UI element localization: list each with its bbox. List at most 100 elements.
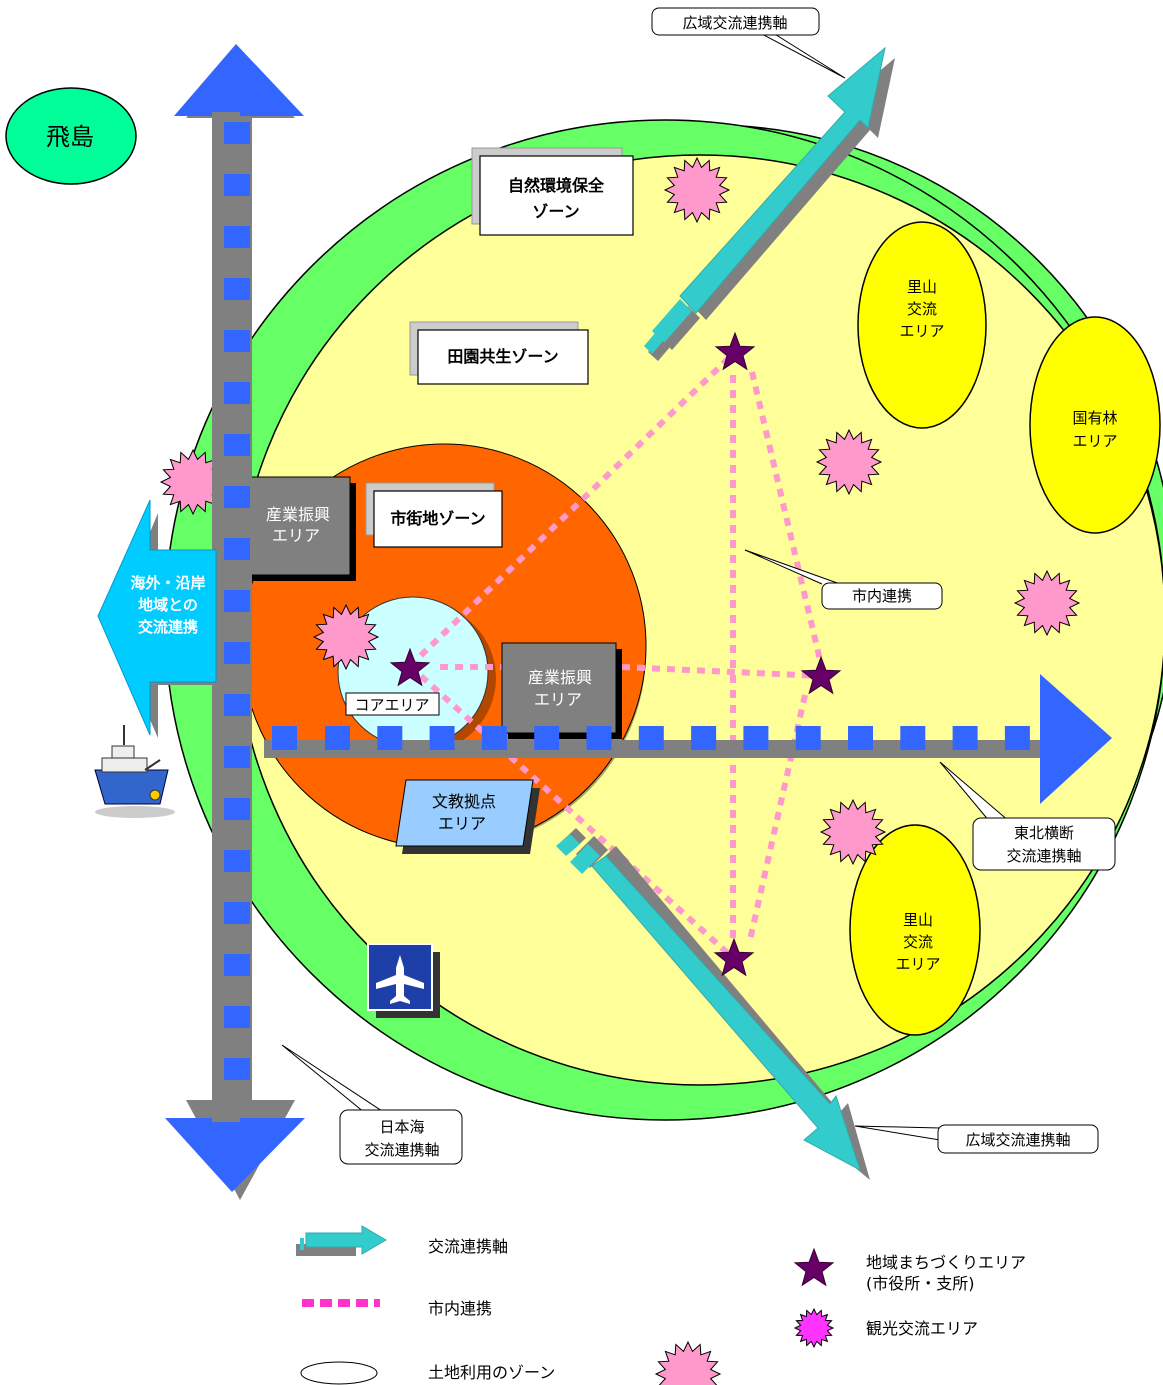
legend-zone-ellipse-icon: [300, 1361, 378, 1385]
urban-zone-box: 市街地ゾーン: [365, 482, 503, 548]
callout-city-link: 市内連携: [744, 549, 943, 610]
wide-axis-ne-arrow: [644, 46, 895, 361]
industry-east-box: 産業振興 エリア: [501, 642, 622, 739]
nature-zone-box: 自然環境保全 ゾーン: [471, 147, 634, 236]
burst-north: [663, 156, 731, 224]
callout-wide-se-text: 広域交流連携軸: [965, 1131, 1070, 1149]
legend-burst-icon: [793, 1307, 835, 1349]
tohoku-axis-dash: [534, 726, 560, 750]
sea-axis-dash: [224, 382, 250, 404]
burst-rural-north: [815, 428, 883, 496]
education-line1: 文教拠点: [432, 792, 496, 811]
callout-sea-axis-line2: 交流連携軸: [364, 1141, 439, 1159]
asuka-label: 飛島: [46, 123, 94, 151]
sea-axis-dash: [224, 746, 250, 768]
asuka-island: 飛島: [5, 87, 137, 185]
tohoku-axis-dash: [900, 726, 926, 750]
nature-zone-line1: 自然環境保全: [508, 176, 605, 195]
star-south: [713, 937, 755, 977]
tohoku-axis: [264, 674, 1112, 804]
tohoku-axis-dash: [1004, 726, 1030, 750]
callout-ne-axis-line2: 交流連携軸: [1006, 847, 1081, 865]
callout-wide-se: 広域交流連携軸: [854, 1124, 1099, 1154]
satoyama-south-line3: エリア: [895, 955, 940, 973]
sea-axis-dash: [224, 590, 250, 612]
tohoku-axis-dash: [481, 726, 507, 750]
star-core: [389, 647, 431, 687]
sea-axis-dash: [224, 642, 250, 664]
satoyama-north-line1: 里山: [907, 278, 937, 296]
callout-ne-axis: 東北横断 交流連携軸: [939, 761, 1116, 871]
education-line2: エリア: [438, 814, 486, 833]
legend-city-link-label: 市内連携: [428, 1299, 492, 1318]
tohoku-axis-dash: [743, 726, 769, 750]
satoyama-north-area: 里山 交流 エリア: [857, 221, 987, 429]
sea-axis-dash: [224, 278, 250, 300]
national-forest-area: 国有林 エリア: [1029, 316, 1161, 534]
burst-east: [1013, 569, 1081, 637]
star-east: [800, 655, 842, 695]
sea-axis-dash: [224, 1006, 250, 1028]
sea-axis-dash: [224, 226, 250, 248]
satoyama-north-line2: 交流: [907, 300, 937, 318]
tohoku-axis-dash: [429, 726, 455, 750]
tohoku-axis-dash: [272, 726, 297, 750]
satoyama-south-area: 里山 交流 エリア: [849, 824, 981, 1036]
wide-axis-se-arrow: [556, 828, 870, 1180]
legend-star-icon: [793, 1247, 835, 1287]
legend-axis-label: 交流連携軸: [428, 1237, 508, 1256]
tohoku-axis-dash: [325, 726, 350, 750]
rural-zone-label: 田園共生ゾーン: [447, 347, 558, 366]
callout-sea-axis-line1: 日本海: [379, 1118, 424, 1136]
zone-rings: [164, 119, 1163, 1121]
industry-west-box: 産業振興 エリア: [241, 476, 356, 581]
tohoku-axis-dash: [795, 726, 821, 750]
sea-axis-dash: [224, 486, 250, 508]
sea-of-japan-axis: [165, 44, 305, 1200]
nature-zone-line2: ゾーン: [532, 202, 579, 221]
city-link-network: [407, 351, 823, 961]
callout-sea-axis: 日本海 交流連携軸: [281, 1044, 463, 1165]
sea-axis-dash: [224, 538, 250, 560]
industry-east-line2: エリア: [534, 690, 582, 709]
core-area-text: コアエリア: [354, 696, 429, 714]
burst-south: [654, 1340, 722, 1385]
overseas-arrow: 海外・沿岸 地域との 交流連携: [97, 499, 224, 738]
callout-wide-ne-text: 広域交流連携軸: [682, 14, 787, 32]
ship-icon: [94, 725, 175, 818]
tohoku-axis-dash: [952, 726, 978, 750]
tohoku-axis-dash: [691, 726, 717, 750]
legend-dotted-link-icon: [302, 1299, 380, 1307]
national-forest-line2: エリア: [1072, 432, 1117, 450]
legend-zone-label: 土地利用のゾーン: [428, 1363, 555, 1382]
sea-axis-dash: [224, 902, 250, 924]
overseas-line3: 交流連携: [138, 618, 198, 636]
tohoku-axis-blue-dashes: [272, 726, 1030, 750]
urban-zone-label: 市街地ゾーン: [390, 509, 485, 528]
callout-city-link-text: 市内連携: [852, 587, 912, 605]
sea-axis-blue-dashes: [224, 122, 250, 1080]
rural-zone-box: 田園共生ゾーン: [409, 321, 589, 385]
town-area-stars: [389, 331, 842, 977]
overseas-line2: 地域との: [138, 596, 198, 614]
legend-star-label-line2: (市役所・支所): [866, 1274, 975, 1293]
burst-west: [159, 448, 227, 516]
callout-wide-ne: 広域交流連携軸: [651, 7, 846, 79]
burst-core: [312, 603, 380, 671]
burst-rural-south: [819, 798, 887, 866]
tohoku-axis-dash: [638, 726, 664, 750]
overseas-line1: 海外・沿岸: [130, 574, 205, 592]
satoyama-south-line1: 里山: [903, 911, 933, 929]
industry-west-line2: エリア: [272, 526, 320, 545]
satoyama-north-line3: エリア: [899, 322, 944, 340]
core-area-label: コアエリア: [345, 692, 440, 716]
tohoku-axis-dash: [377, 726, 403, 750]
tohoku-axis-dash: [586, 726, 612, 750]
legend-axis-arrow-icon: [296, 1225, 387, 1256]
star-north: [714, 331, 756, 371]
tohoku-axis-dash: [848, 726, 873, 750]
callout-ne-axis-line1: 東北横断: [1014, 824, 1074, 842]
sea-axis-dash: [224, 330, 250, 352]
legend-burst-label: 観光交流エリア: [866, 1319, 978, 1338]
sea-axis-dash: [224, 850, 250, 872]
